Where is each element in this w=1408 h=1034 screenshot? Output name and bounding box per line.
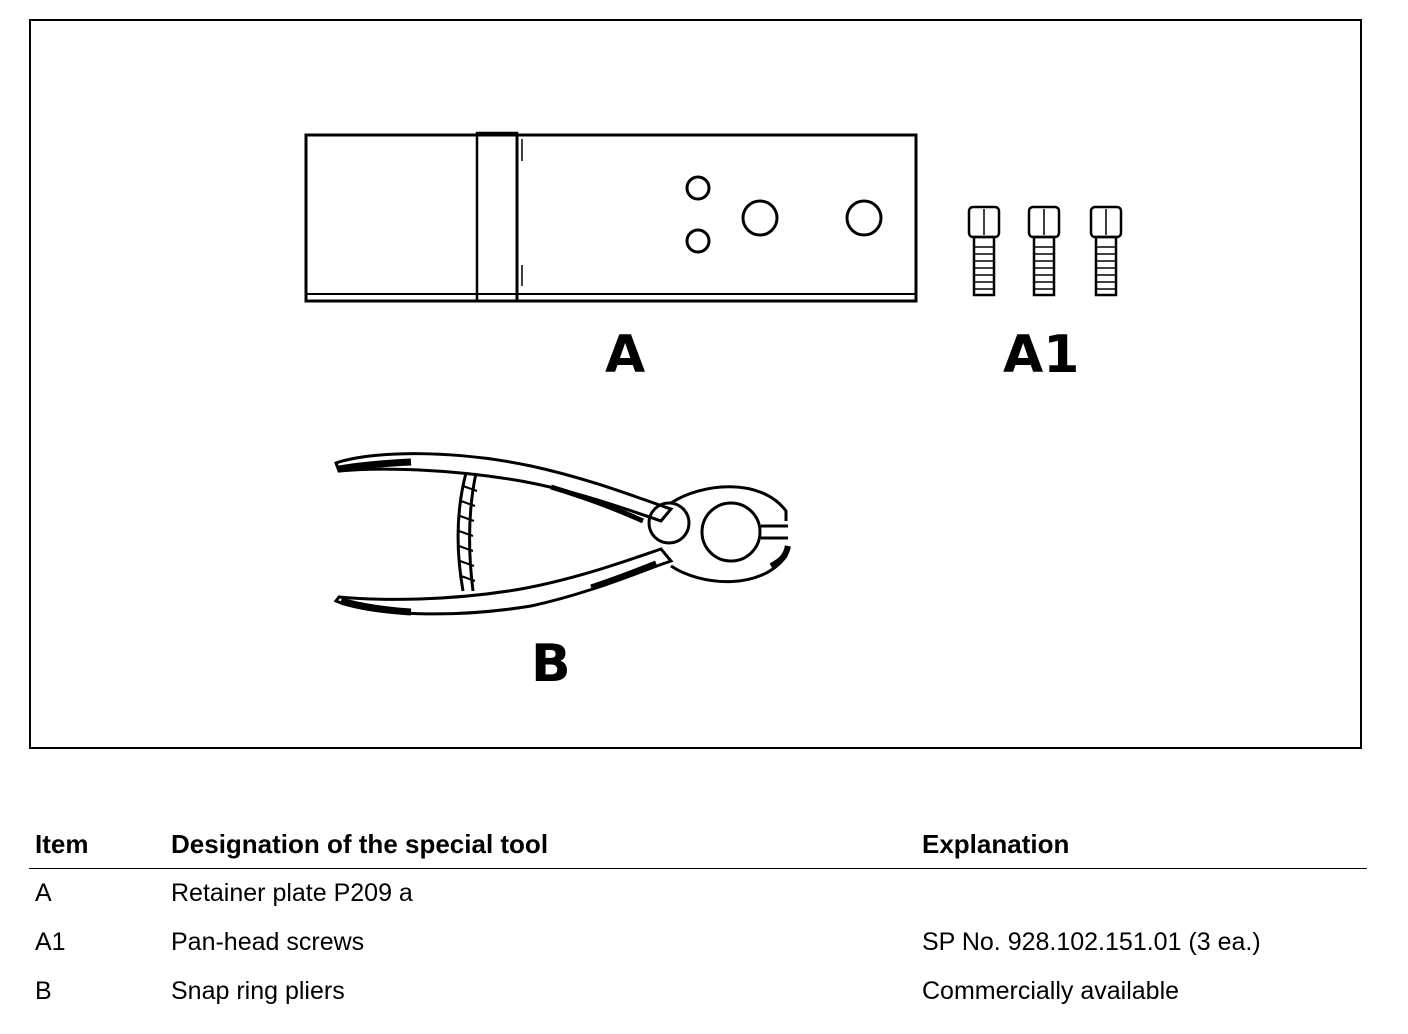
retainer-plate-drawing	[304, 131, 918, 303]
table-header-row: Item Designation of the special tool Exp…	[29, 820, 1367, 869]
snap-ring-pliers-drawing	[333, 452, 791, 616]
cell-item: A	[35, 879, 52, 907]
label-pliers: B	[531, 634, 571, 694]
table-row: A1 Pan-head screws SP No. 928.102.151.01…	[29, 918, 1367, 967]
cell-item: B	[35, 977, 52, 1005]
header-item: Item	[29, 820, 165, 869]
tools-illustration	[304, 131, 1123, 616]
cell-explanation: SP No. 928.102.151.01 (3 ea.)	[922, 928, 1261, 956]
label-retainer-plate: A	[605, 325, 646, 385]
header-explanation: Explanation	[916, 820, 1367, 869]
figure-frame: A A1 B	[29, 19, 1362, 749]
table-row: A Retainer plate P209 a	[29, 869, 1367, 919]
cell-designation: Pan-head screws	[171, 928, 365, 956]
cell-explanation: Commercially available	[922, 977, 1180, 1005]
cell-designation: Snap ring pliers	[171, 977, 345, 1005]
header-designation: Designation of the special tool	[165, 820, 916, 869]
cell-explanation	[916, 869, 1367, 919]
special-tools-table: Item Designation of the special tool Exp…	[29, 820, 1367, 1016]
table-row: B Snap ring pliers Commercially availabl…	[29, 967, 1367, 1016]
pan-head-screws-drawing	[967, 205, 1123, 297]
label-screws: A1	[1003, 325, 1080, 385]
cell-item: A1	[35, 928, 66, 956]
cell-designation: Retainer plate P209 a	[171, 879, 413, 907]
